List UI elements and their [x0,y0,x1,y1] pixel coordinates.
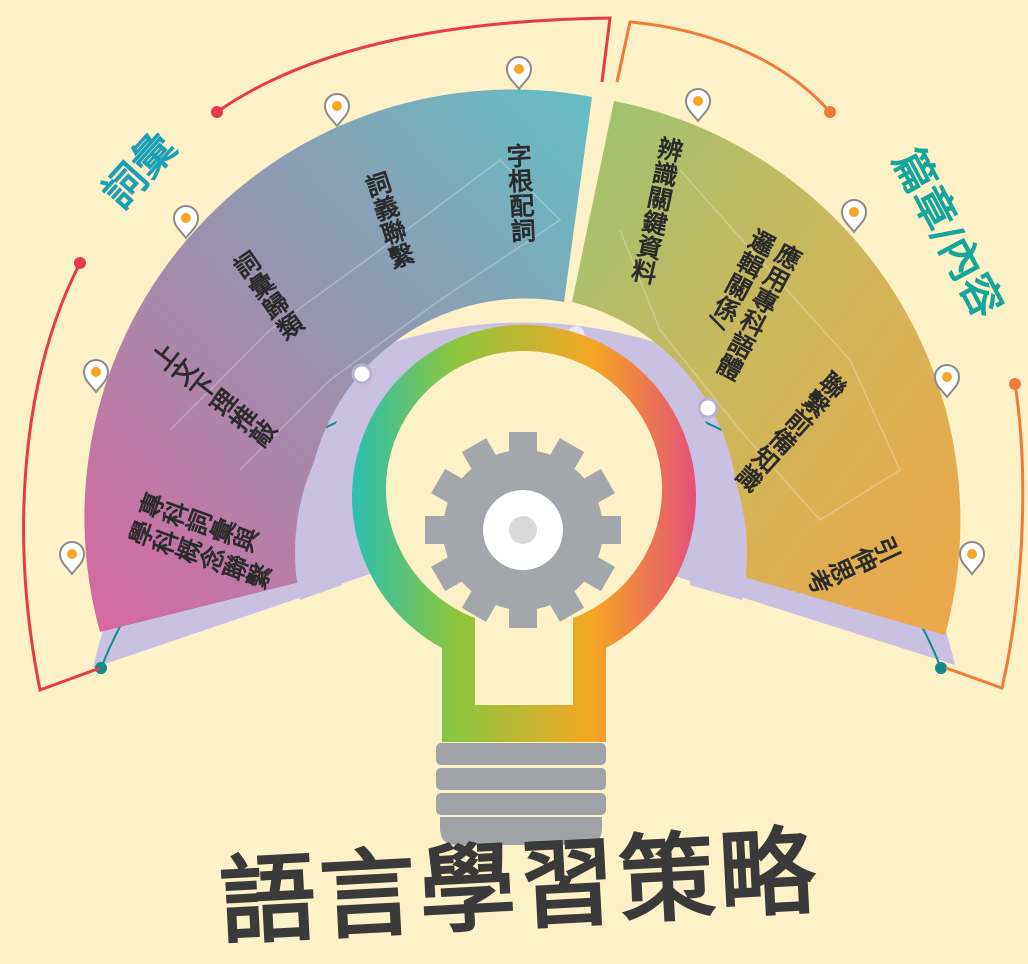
vocabulary-item-label-6: 字根配詞 [503,141,537,243]
map-pin-icon [958,541,986,576]
content-bracket-right [945,383,1025,690]
gear-icon [425,432,621,628]
map-pin-icon [323,93,351,128]
arc-end-dot-left [95,662,107,674]
main-title: 語言學習策略 [217,815,822,958]
map-pin-icon [505,56,533,91]
content-bracket-dot-right [1009,378,1021,390]
map-pin-icon [82,359,110,394]
map-pin-icon [58,541,86,576]
vocabulary-sector [84,89,592,632]
content-sector [572,101,961,635]
content-bracket-top [615,20,832,113]
map-pin-icon [172,205,200,240]
content-bracket-dot-top [824,106,836,118]
map-pin-icon [933,364,961,399]
ring-node-left [351,363,373,385]
arc-end-dot-right [935,662,947,674]
vocabulary-bracket-dot-top [211,106,223,118]
gear-center [509,516,537,544]
map-pin-icon [684,88,712,123]
vocabulary-bracket [216,16,612,114]
ring-node-right [697,397,719,419]
vocabulary-bracket-dot-left [74,257,86,269]
category-label-vocabulary: 詞彙 [93,123,186,218]
category-label-content: 篇章/內容 [883,141,1012,326]
vocabulary-bracket-left [22,262,101,693]
map-pins [58,56,986,576]
map-pin-icon [840,199,868,234]
vocabulary-item-6: 字根配詞 [503,141,537,243]
